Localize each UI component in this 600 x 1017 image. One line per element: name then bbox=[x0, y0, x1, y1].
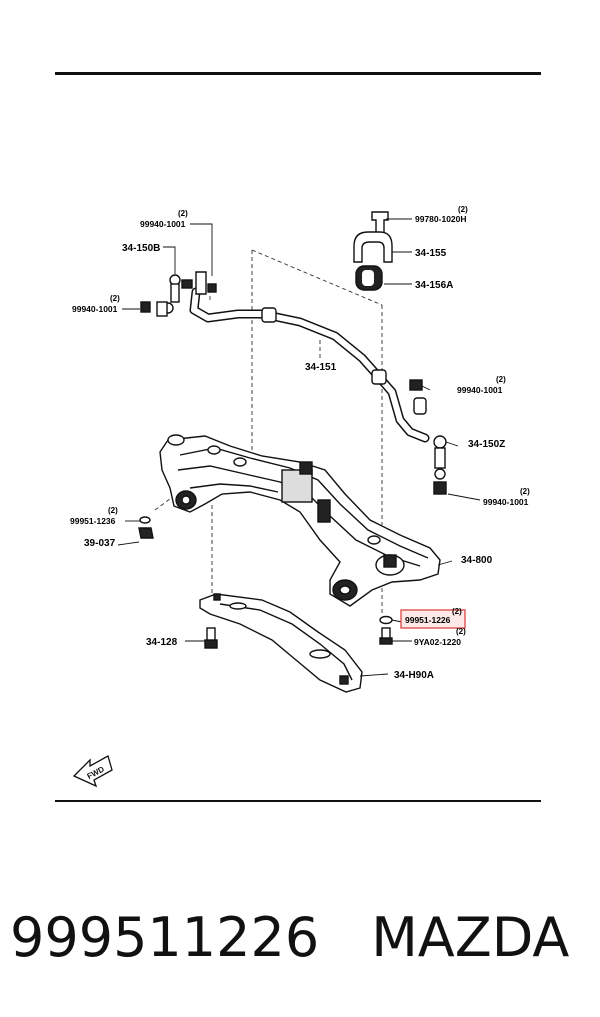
qty-99940-1001-left: (2) bbox=[110, 294, 120, 303]
qty-9YA02-1220: (2) bbox=[456, 627, 466, 636]
label-39-037: 39-037 bbox=[84, 538, 116, 549]
label-99780-1020H: 99780-1020H bbox=[415, 214, 467, 224]
label-99940-1001-right: 99940-1001 bbox=[457, 385, 503, 395]
label-34-155: 34-155 bbox=[415, 248, 447, 259]
label-34-H90A: 34-H90A bbox=[394, 670, 434, 681]
brand-caption: MAZDA bbox=[371, 906, 570, 969]
bushing-assembly bbox=[353, 211, 393, 291]
label-99951-1226: 99951-1226 bbox=[405, 615, 451, 625]
stabilizer-bar bbox=[189, 287, 430, 443]
right-stabilizer-link bbox=[409, 379, 447, 495]
label-34-800: 34-800 bbox=[461, 555, 493, 566]
qty-99940-1001-right: (2) bbox=[496, 375, 506, 384]
label-34-128: 34-128 bbox=[146, 637, 178, 648]
lower-brace bbox=[199, 593, 363, 693]
qty-99780-1020H: (2) bbox=[458, 205, 468, 214]
qty-99951-1236: (2) bbox=[108, 506, 118, 515]
fasteners bbox=[138, 516, 393, 649]
label-99940-1001-top: 99940-1001 bbox=[140, 219, 186, 229]
label-34-156A: 34-156A bbox=[415, 280, 453, 291]
highlighted-part-box bbox=[400, 609, 466, 629]
forward-arrow-icon: FWD bbox=[72, 755, 113, 788]
bottom-divider bbox=[55, 800, 541, 802]
label-99940-1001-left: 99940-1001 bbox=[72, 304, 118, 314]
label-9YA02-1220: 9YA02-1220 bbox=[414, 637, 461, 647]
label-99951-1236: 99951-1236 bbox=[70, 516, 116, 526]
label-34-150Z: 34-150Z bbox=[468, 439, 505, 450]
label-34-150B: 34-150B bbox=[122, 243, 160, 254]
top-divider bbox=[55, 72, 541, 75]
front-crossmember bbox=[159, 434, 441, 607]
qty-99940-1001-top: (2) bbox=[178, 209, 188, 218]
part-number-caption: 999511226 bbox=[10, 906, 320, 969]
caption: 999511226 MAZDA bbox=[10, 898, 590, 978]
left-stabilizer-link bbox=[140, 271, 217, 317]
qty-99951-1226: (2) bbox=[452, 607, 462, 616]
label-34-151: 34-151 bbox=[305, 362, 337, 373]
label-99940-1001-right2: 99940-1001 bbox=[483, 497, 529, 507]
leader-lines bbox=[117, 218, 481, 677]
qty-99940-1001-right2: (2) bbox=[520, 487, 530, 496]
